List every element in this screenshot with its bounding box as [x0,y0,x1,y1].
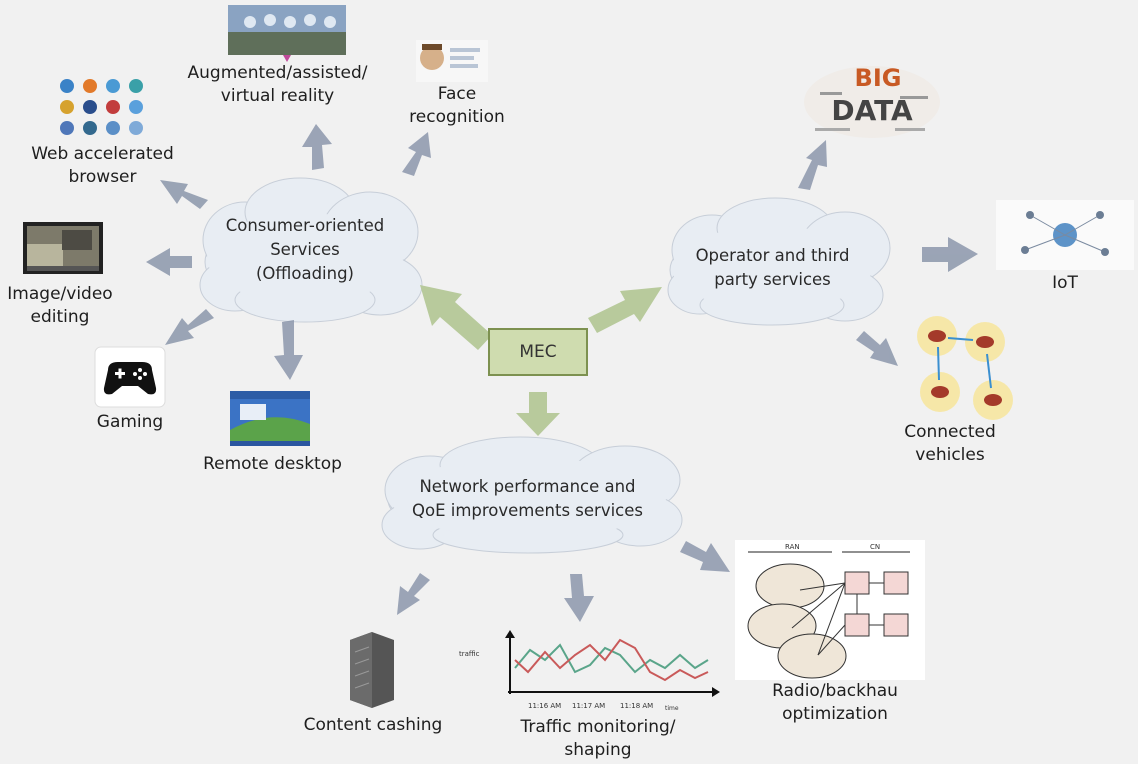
browser-icons [60,79,143,135]
traffic-chart: traffic 11:16 AM 11:17 AM 11:18 AM time [459,630,720,712]
ar-thumbnail [228,5,346,62]
remote-desktop-label: Remote desktop [203,454,342,474]
iot-label: IoT [1052,273,1078,293]
video-editing-thumbnail [23,222,103,274]
server-icon [350,632,394,708]
bigdata-wordcloud: BIG DATA [804,64,940,138]
traffic-time-1: 11:16 AM [528,702,561,710]
gamepad-icon [94,346,166,408]
mec-box: MEC [488,328,588,376]
mec-arrows [420,285,662,436]
ran-label: RAN [785,543,800,551]
gaming-label: Gaming [96,412,164,432]
traffic-ylabel: traffic [459,650,480,658]
content-caching-label: Content cashing [303,715,443,735]
radio-backhaul-diagram: RAN CN [735,540,925,680]
face-thumbnail [416,40,488,82]
connected-vehicles-graphic [917,316,1013,420]
cn-label: CN [870,543,880,551]
traffic-xunit: time [665,705,679,712]
iot-thumbnail [996,200,1134,270]
bigdata-data-text: DATA [831,94,913,127]
mec-label: MEC [519,342,557,362]
bigdata-big-text: BIG [855,64,902,92]
traffic-time-2: 11:17 AM [572,702,605,710]
remote-desktop-thumbnail [230,391,310,446]
traffic-monitoring-label: Traffic monitoring/shaping [520,717,676,760]
service-arrows [146,124,978,622]
traffic-time-3: 11:18 AM [620,702,653,710]
ar-label: Augmented/assisted/virtual reality [187,63,368,106]
